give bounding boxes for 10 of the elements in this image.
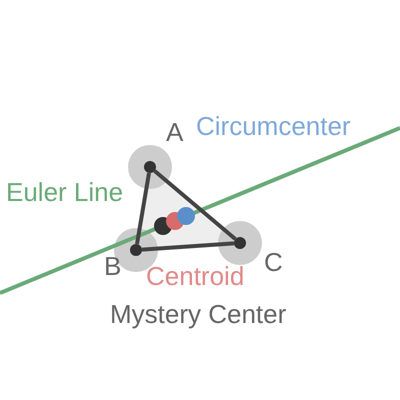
- line-label: Euler Line: [6, 178, 124, 206]
- point-label: Circumcenter: [196, 112, 351, 140]
- point-label: Centroid: [146, 262, 244, 290]
- point-label: B: [104, 252, 122, 280]
- point-label: C: [264, 248, 283, 276]
- point-label: A: [166, 118, 184, 146]
- triangle-side: [153, 169, 237, 241]
- point-label: Mystery Center: [110, 300, 286, 328]
- triangle-side: [142, 241, 234, 252]
- triangle-side: [135, 172, 151, 244]
